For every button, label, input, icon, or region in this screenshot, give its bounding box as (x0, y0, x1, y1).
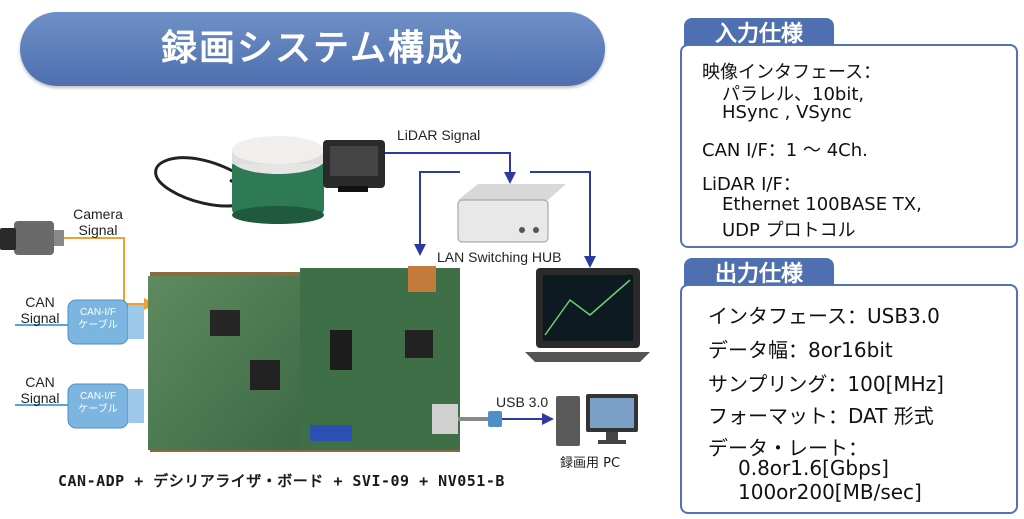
recording-pc (556, 394, 638, 446)
can-signal-label-2: CAN Signal (8, 374, 72, 406)
lidar-interface-box (323, 140, 385, 192)
can-signal-label-1: CAN Signal (8, 294, 72, 326)
usb-label: USB 3.0 (496, 394, 548, 410)
output-spec-line: フォーマット：DAT 形式 (708, 400, 934, 429)
input-spec-line: UDP プロトコル (722, 216, 856, 242)
recorder-board (148, 266, 460, 452)
camera (0, 221, 64, 255)
lan-hub-label: LAN Switching HUB (437, 249, 562, 265)
output-spec-line: サンプリング：100[MHz] (708, 368, 944, 397)
lidar-sensor (232, 136, 324, 224)
can-cable-label-1: CAN-I/F ケーブル (68, 306, 128, 332)
pc-label: 録画用 PC (560, 452, 620, 471)
system-diagram (0, 0, 680, 519)
can-cable-label-2: CAN-I/F ケーブル (68, 390, 128, 416)
output-spec-line: 0.8or1.6[Gbps] (738, 456, 889, 480)
lidar-signal-label: LiDAR Signal (397, 127, 480, 143)
output-spec-line: インタフェース：USB3.0 (708, 300, 940, 329)
hub-to-board-arrow (420, 172, 460, 250)
monitor (525, 268, 650, 362)
board-caption: CAN-ADP + デシリアライザ・ボード + SVI-09 + NV051-B (58, 470, 505, 491)
input-spec-line: CAN I/F：1 ～ 4Ch. (702, 136, 868, 162)
input-spec-line: Ethernet 100BASE TX, (722, 194, 922, 215)
usb-connector (488, 411, 502, 427)
input-spec-line: HSync , VSync (722, 102, 852, 123)
lidar-signal-arrow (385, 153, 510, 178)
input-spec-line: LiDAR I/F： (702, 170, 801, 196)
output-spec-line: 100or200[MB/sec] (738, 480, 922, 504)
lan-hub (458, 184, 566, 242)
camera-signal-label: Camera Signal (58, 206, 138, 238)
camera-signal-arrow (64, 238, 150, 304)
output-spec-line: データ幅：8or16bit (708, 334, 893, 363)
